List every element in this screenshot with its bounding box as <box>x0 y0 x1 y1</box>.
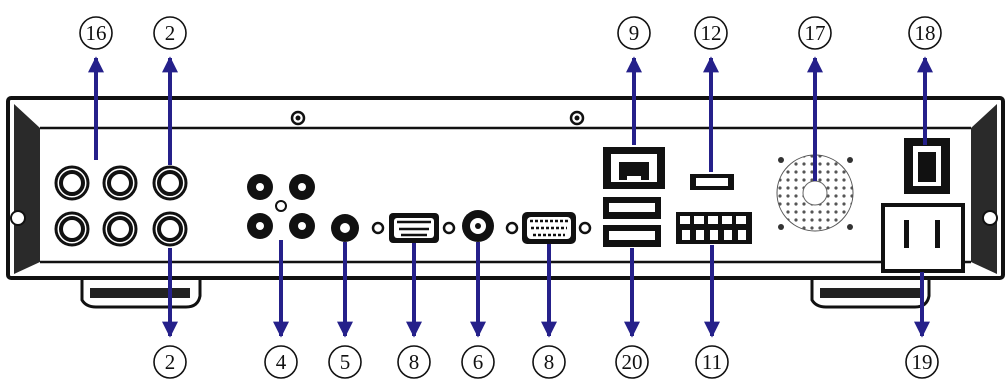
callout-16: 16 <box>79 16 113 50</box>
bnc-connector <box>152 165 188 201</box>
svg-text:19: 19 <box>912 350 933 374</box>
rca-audio-out-connector <box>331 214 359 242</box>
svg-text:17: 17 <box>805 21 826 45</box>
svg-text:12: 12 <box>701 21 722 45</box>
svg-text:4: 4 <box>276 350 287 374</box>
ps2-mouse-port <box>462 210 494 242</box>
callout-2-top: 2 <box>153 16 187 50</box>
power-inlet <box>881 203 965 273</box>
svg-text:6: 6 <box>473 350 484 374</box>
callout-4: 4 <box>264 345 298 379</box>
callout-12: 12 <box>694 16 728 50</box>
bnc-connector <box>54 165 90 201</box>
svg-text:2: 2 <box>165 350 176 374</box>
vga-port <box>505 212 592 244</box>
callout-19: 19 <box>905 345 939 379</box>
rj45-lan-port <box>603 147 665 189</box>
bnc-connector <box>152 211 188 247</box>
rca-audio-connectors <box>247 174 315 239</box>
bnc-connector <box>102 211 138 247</box>
usb-ports <box>603 197 661 247</box>
svg-text:11: 11 <box>702 350 722 374</box>
callout-2-bottom: 2 <box>153 345 187 379</box>
callout-8-left: 8 <box>397 345 431 379</box>
svg-text:18: 18 <box>915 21 936 45</box>
svg-text:9: 9 <box>629 21 640 45</box>
callout-6: 6 <box>461 345 495 379</box>
svg-text:8: 8 <box>409 350 420 374</box>
power-switch <box>904 138 950 194</box>
bnc-connector <box>54 211 90 247</box>
callout-18: 18 <box>908 16 942 50</box>
bnc-connector <box>102 165 138 201</box>
callout-20: 20 <box>615 345 649 379</box>
db9-serial-port <box>371 213 456 243</box>
alarm-terminal-block <box>676 212 752 244</box>
svg-text:20: 20 <box>622 350 643 374</box>
svg-text:16: 16 <box>86 21 107 45</box>
callout-17: 17 <box>798 16 832 50</box>
mini-port <box>690 174 734 190</box>
callout-8-right: 8 <box>532 345 566 379</box>
callout-11: 11 <box>695 345 729 379</box>
callout-5: 5 <box>328 345 362 379</box>
cooling-fan <box>776 154 854 232</box>
svg-text:8: 8 <box>544 350 555 374</box>
svg-text:5: 5 <box>340 350 351 374</box>
svg-text:2: 2 <box>165 21 176 45</box>
callout-9: 9 <box>617 16 651 50</box>
callout-arrows <box>88 56 933 338</box>
